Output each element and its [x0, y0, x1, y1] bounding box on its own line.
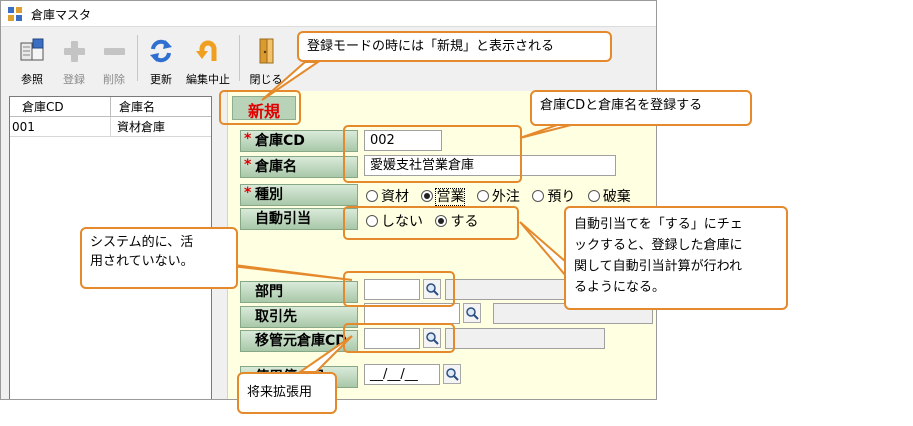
- required-mark: *: [244, 185, 252, 201]
- cancel-edit-button[interactable]: 編集中止: [185, 31, 231, 86]
- delete-label: 削除: [103, 73, 125, 86]
- book-icon: [20, 38, 44, 61]
- transfer-source-label: 移管元倉庫CD: [240, 330, 358, 352]
- department-label: 部門: [240, 281, 358, 303]
- warehouse-cd-input[interactable]: 002: [364, 130, 442, 151]
- update-label: 更新: [150, 73, 172, 86]
- warehouse-cd-label: * 倉庫CD: [240, 130, 358, 152]
- callout-future-note: 将来拡張用: [237, 372, 337, 414]
- type-radio-disposal[interactable]: 破棄: [587, 186, 637, 206]
- column-header-warehouse-cd[interactable]: 倉庫CD: [10, 97, 111, 117]
- highlight-transfer-source: [343, 323, 455, 353]
- list-header: 倉庫CD 倉庫名: [10, 97, 211, 117]
- row-warehouse-cd: 001: [10, 117, 111, 137]
- register-label: 登録: [63, 73, 85, 86]
- mode-badge: 新規: [232, 96, 296, 121]
- warehouse-name-label: * 倉庫名: [240, 156, 358, 178]
- type-radio-custody[interactable]: 預り: [532, 186, 581, 206]
- toolbar-separator: [137, 35, 138, 81]
- highlight-department: [343, 271, 455, 307]
- supplier-label: 取引先: [240, 306, 358, 328]
- callout-auto-note: 自動引当てを「する」にチェ ックすると、登録した倉庫に 関して自動引当計算が行わ…: [564, 206, 788, 310]
- type-label: * 種別: [240, 184, 358, 206]
- door-icon: [259, 38, 274, 64]
- close-button[interactable]: 閉じる: [243, 31, 289, 86]
- table-row[interactable]: 001 資材倉庫: [10, 117, 211, 137]
- highlight-cd-name: [343, 125, 522, 183]
- title-bar: 倉庫マスタ: [1, 1, 656, 27]
- register-button[interactable]: 登録: [51, 31, 97, 86]
- reference-button[interactable]: 参照: [9, 31, 55, 86]
- required-mark: *: [244, 157, 252, 173]
- row-warehouse-name: 資材倉庫: [117, 120, 166, 134]
- toolbar-separator: [239, 35, 240, 81]
- callout-mode-note: 登録モードの時には「新規」と表示される: [297, 31, 612, 62]
- auto-allocate-radio-no[interactable]: しない: [366, 211, 429, 231]
- department-lookup-button[interactable]: [423, 279, 441, 299]
- close-label: 閉じる: [249, 73, 283, 86]
- column-header-warehouse-name[interactable]: 倉庫名: [119, 100, 156, 114]
- search-icon: [466, 307, 479, 320]
- radio-circle-selected: [421, 190, 434, 202]
- highlight-auto-allocate: [343, 206, 519, 240]
- cancel-edit-label: 編集中止: [186, 73, 230, 86]
- supplier-lookup-button[interactable]: [463, 303, 481, 323]
- search-icon: [426, 283, 439, 296]
- radio-circle: [366, 215, 378, 227]
- minus-icon: [104, 48, 125, 55]
- window-title: 倉庫マスタ: [31, 8, 92, 22]
- reference-label: 参照: [21, 73, 43, 86]
- radio-circle-selected: [435, 215, 448, 227]
- transfer-source-name-display: [445, 328, 605, 349]
- app-icon: [8, 7, 22, 21]
- type-radio-outsource[interactable]: 外注: [476, 186, 526, 206]
- warehouse-name-input[interactable]: 愛媛支社営業倉庫: [364, 155, 616, 176]
- callout-name-note: 倉庫CDと倉庫名を登録する: [530, 90, 752, 126]
- mode-text: 新規: [247, 102, 280, 121]
- type-radio-sales[interactable]: 営業: [421, 186, 470, 206]
- radio-circle: [476, 190, 489, 202]
- date-picker-button[interactable]: [443, 364, 461, 384]
- transfer-source-lookup-button[interactable]: [423, 328, 441, 348]
- auto-allocate-radio-group: しない する: [366, 211, 486, 231]
- plus-icon: [64, 41, 85, 62]
- refresh-icon: [150, 39, 172, 63]
- radio-circle: [366, 190, 378, 202]
- type-radio-materials[interactable]: 資材: [366, 186, 415, 206]
- start-date-input[interactable]: __/__/__: [364, 364, 440, 385]
- undo-arrow-icon: [196, 40, 217, 61]
- radio-circle: [587, 190, 600, 202]
- required-mark: *: [244, 131, 252, 147]
- department-code-input[interactable]: [364, 279, 420, 300]
- search-icon: [446, 368, 459, 381]
- auto-allocate-radio-yes[interactable]: する: [435, 211, 484, 231]
- callout-system-note: システム的に、活 用されていない。: [80, 227, 238, 289]
- transfer-source-code-input[interactable]: [364, 328, 420, 349]
- update-button[interactable]: 更新: [138, 31, 184, 86]
- auto-allocate-label: 自動引当: [240, 208, 358, 230]
- delete-button[interactable]: 削除: [91, 31, 137, 86]
- type-radio-group: 資材 営業 外注 預り 破棄: [366, 186, 639, 206]
- highlight-mode: [219, 90, 301, 125]
- search-icon: [426, 332, 439, 345]
- radio-circle: [532, 190, 545, 202]
